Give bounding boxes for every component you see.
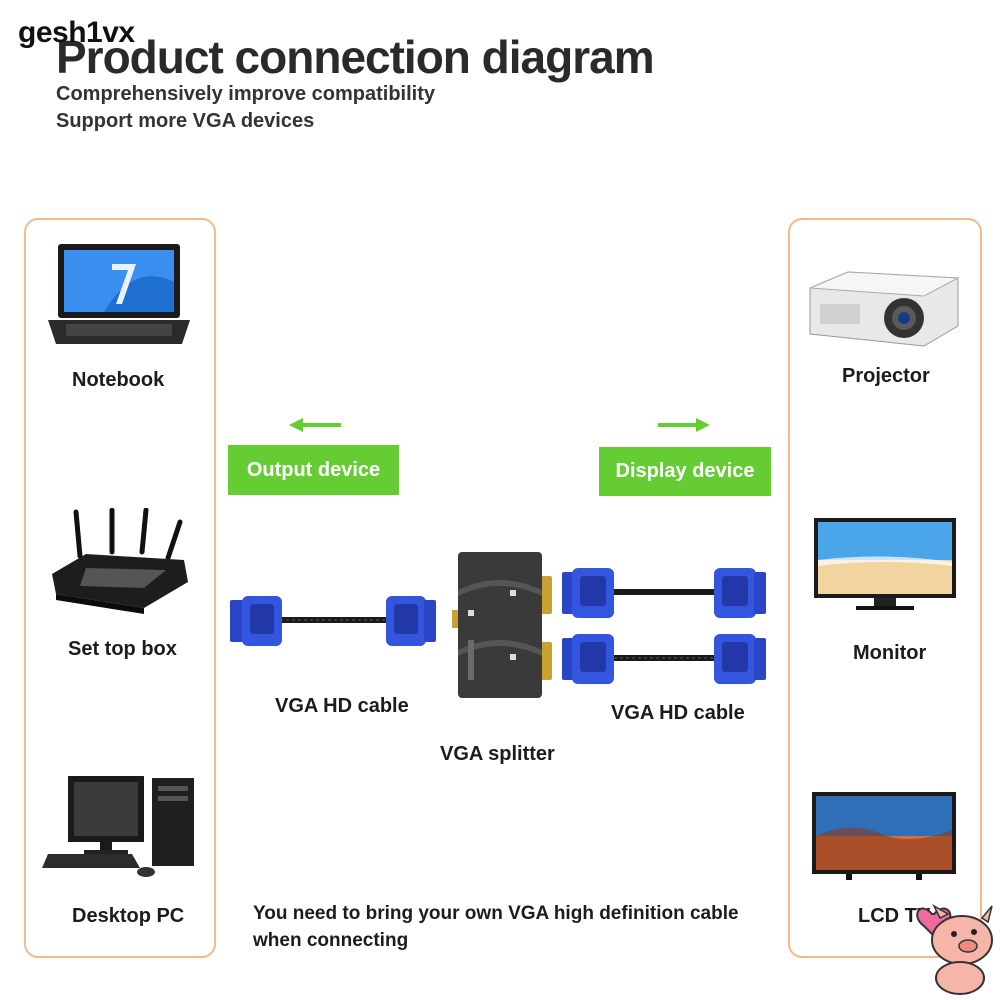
- output-device-badge: Output device: [228, 445, 399, 495]
- projector-label: Projector: [842, 365, 930, 387]
- monitor-label: Monitor: [853, 642, 927, 664]
- vga-connector-right-a1: [562, 568, 614, 618]
- notebook-icon: [48, 244, 190, 344]
- display-device-label: Display device: [615, 460, 755, 482]
- display-device-badge: Display device: [599, 447, 771, 496]
- vga-cable-right: [562, 568, 766, 684]
- vga-connector-left-a: [230, 596, 282, 646]
- cable-note: You need to bring your own VGA high defi…: [253, 900, 739, 954]
- vga-cable-left: [230, 596, 436, 646]
- vga-connector-right-b2: [714, 634, 766, 684]
- monitor-icon: [814, 518, 956, 610]
- vga-connector-left-b: [386, 596, 436, 646]
- lcd-tv-icon: [812, 792, 956, 880]
- lcd-tv-label: LCD TV: [858, 905, 931, 927]
- vga-splitter-icon: [452, 552, 552, 698]
- desktop-pc-icon: [42, 776, 194, 877]
- subtitle-compatibility: Comprehensively improve compatibility: [56, 83, 435, 105]
- set-top-box-label: Set top box: [68, 638, 177, 660]
- router-icon: [52, 508, 188, 614]
- cable-note-line-2: when connecting: [253, 930, 409, 951]
- vga-cable-left-label: VGA HD cable: [275, 695, 409, 717]
- vga-splitter-label: VGA splitter: [440, 743, 555, 765]
- pig-sticker-icon: [916, 904, 993, 995]
- vga-cable-right-label: VGA HD cable: [611, 702, 745, 724]
- notebook-label: Notebook: [72, 369, 165, 391]
- desktop-pc-label: Desktop PC: [72, 905, 185, 927]
- arrow-right-icon: [658, 418, 710, 432]
- subtitle-vga-devices: Support more VGA devices: [56, 110, 315, 132]
- page-title: Product connection diagram: [56, 31, 655, 83]
- watermark: gesh1vx: [18, 16, 135, 49]
- vga-connector-right-a2: [714, 568, 766, 618]
- vga-connector-right-b1: [562, 634, 614, 684]
- arrow-left-icon: [289, 418, 341, 432]
- projector-icon: [809, 271, 960, 347]
- output-device-label: Output device: [246, 458, 381, 481]
- cable-note-line-1: You need to bring your own VGA high defi…: [253, 903, 739, 924]
